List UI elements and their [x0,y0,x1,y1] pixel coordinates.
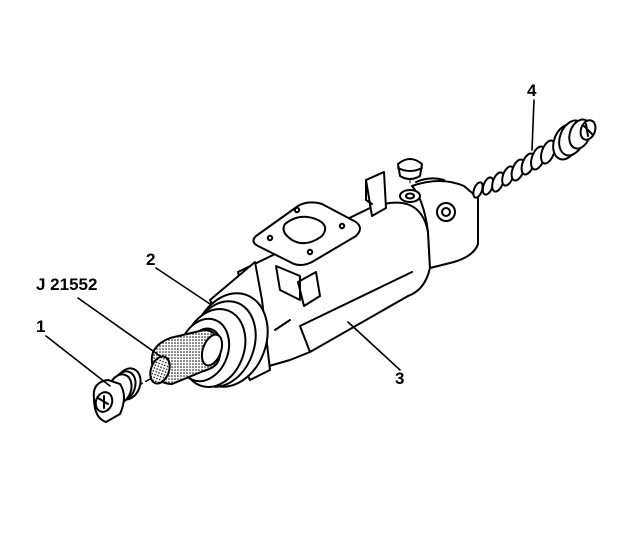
callout-4: 4 [527,81,537,100]
callout-tool-j21552: J 21552 [36,275,98,294]
callout-1: 1 [36,317,46,336]
port-plug [397,158,423,187]
rear-cap [552,118,597,161]
end-plug [92,367,142,423]
leader-lines [45,99,535,387]
valve-spring [472,139,556,199]
callout-3: 3 [395,369,405,388]
tool-sleeve [149,329,224,385]
callout-2: 2 [146,250,156,269]
